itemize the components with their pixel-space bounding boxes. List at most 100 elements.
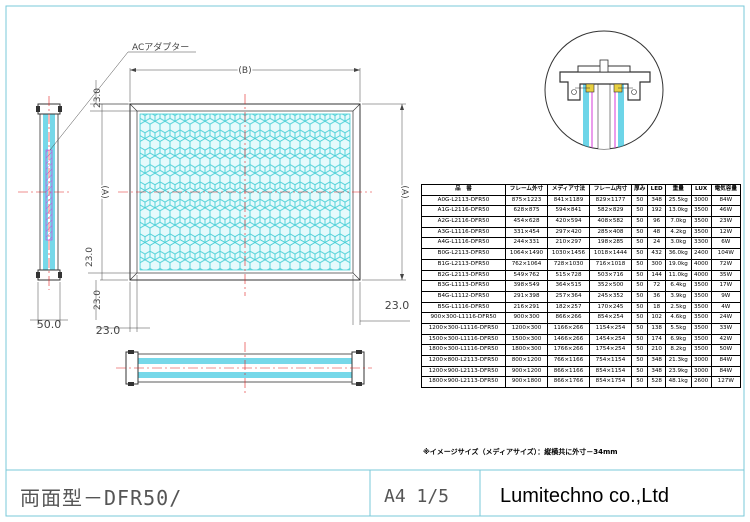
spec-value-cell: 408×582 — [588, 216, 633, 228]
spec-value-cell: 4000 — [690, 258, 712, 271]
spec-value-cell: 6W — [710, 237, 742, 250]
spec-value-cell: 1766×266 — [547, 344, 590, 356]
spec-value-cell: 432 — [647, 248, 666, 260]
spec-value-cell: 1018×1444 — [588, 248, 633, 260]
spec-value-cell: 84W — [710, 355, 742, 367]
spec-table-header-cell: 電気容量 — [710, 184, 742, 196]
spec-value-cell: 594×841 — [547, 205, 590, 218]
spec-value-cell: 1800×300 — [504, 344, 549, 356]
spec-value-cell: 582×829 — [588, 205, 633, 218]
spec-value-cell: 50 — [631, 365, 649, 378]
spec-value-cell: 1030×1456 — [547, 248, 590, 260]
spec-value-cell: 18 — [647, 301, 666, 314]
spec-value-cell: 4000 — [690, 269, 712, 282]
spec-value-cell: 716×1018 — [588, 258, 633, 271]
dim-label-a: (A) — [399, 185, 409, 198]
spec-value-cell: 1154×254 — [588, 322, 633, 335]
spec-value-cell: 364×515 — [547, 280, 590, 292]
spec-value-cell: 210×297 — [547, 237, 590, 250]
spec-value-cell: 245×352 — [588, 290, 633, 303]
spec-value-cell: 3000 — [690, 365, 712, 378]
spec-value-cell: 3000 — [690, 355, 712, 367]
spec-model-cell: B2G-L2113-DFR50 — [421, 269, 506, 282]
spec-value-cell: 3500 — [690, 280, 712, 292]
spec-value-cell: 3500 — [690, 216, 712, 228]
spec-value-cell: 348 — [647, 194, 666, 207]
spec-value-cell: 854×1754 — [588, 376, 633, 389]
spec-model-cell: 900×300-L1116-DFR50 — [421, 312, 506, 324]
spec-value-cell: 50 — [631, 333, 649, 346]
spec-value-cell: 1166×266 — [547, 322, 590, 335]
spec-value-cell: 291×398 — [504, 290, 549, 303]
spec-table-header-cell: フレーム外寸 — [504, 184, 549, 196]
front-view: (B) (A) (A) 23.0 23.0 23.0 23.0 23.0 — [85, 65, 411, 338]
title-block: 両面型－DFR50/ A4 1/5 Lumitechno co.,Ltd — [0, 470, 750, 522]
spec-value-cell: 24 — [647, 237, 666, 250]
spec-value-cell: 50 — [631, 376, 649, 389]
spec-value-cell: 4.2kg — [664, 226, 692, 239]
spec-value-cell: 3500 — [690, 205, 712, 218]
spec-value-cell: 3500 — [690, 322, 712, 335]
spec-model-cell: B5G-L1116-DFR50 — [421, 301, 506, 314]
spec-value-cell: 50 — [631, 301, 649, 314]
spec-model-cell: B0G-L2113-DFR50 — [421, 248, 506, 260]
spec-value-cell: 6.4kg — [664, 280, 692, 292]
spec-value-cell: 503×716 — [588, 269, 633, 282]
spec-model-cell: B4G-L1112-DFR50 — [421, 290, 506, 303]
spec-value-cell: 50 — [631, 355, 649, 367]
spec-value-cell: 50 — [631, 258, 649, 271]
spec-value-cell: 138 — [647, 322, 666, 335]
leader-line — [49, 51, 129, 151]
spec-value-cell: 182×257 — [547, 301, 590, 314]
spec-value-cell: 25.5kg — [664, 194, 692, 207]
spec-value-cell: 42W — [710, 333, 742, 346]
spec-value-cell: 72 — [647, 280, 666, 292]
spec-value-cell: 50 — [631, 312, 649, 324]
spec-value-cell: 800×1200 — [504, 355, 549, 367]
spec-value-cell: 216×291 — [504, 301, 549, 314]
spec-value-cell: 352×500 — [588, 280, 633, 292]
spec-value-cell: 35W — [710, 269, 742, 282]
spec-value-cell: 348 — [647, 355, 666, 367]
spec-value-cell: 300 — [647, 258, 666, 271]
spec-value-cell: 297×420 — [547, 226, 590, 239]
spec-value-cell: 33W — [710, 322, 742, 335]
spec-value-cell: 2600 — [690, 376, 712, 389]
drawing-title: 両面型－DFR50/ — [20, 485, 183, 510]
spec-value-cell: 6.9kg — [664, 333, 692, 346]
spec-model-cell: B1G-L2113-DFR50 — [421, 258, 506, 271]
spec-model-cell: A2G-L2116-DFR50 — [421, 216, 506, 228]
spec-value-cell: 102 — [647, 312, 666, 324]
spec-value-cell: 50W — [710, 344, 742, 356]
side-view: 50.0 ACアダプター — [18, 41, 196, 331]
spec-value-cell: 50 — [631, 216, 649, 228]
dim-label-b: (B) — [238, 66, 251, 76]
spec-value-cell: 198×285 — [588, 237, 633, 250]
spec-model-cell: 1800×900-L2113-DFR50 — [421, 376, 506, 389]
spec-value-cell: 5.5kg — [664, 322, 692, 335]
spec-value-cell: 854×254 — [588, 312, 633, 324]
spec-value-cell: 900×1200 — [504, 365, 549, 378]
spec-value-cell: 1064×1490 — [504, 248, 549, 260]
spec-model-cell: 1800×300-L1116-DFR50 — [421, 344, 506, 356]
spec-value-cell: 23.9kg — [664, 365, 692, 378]
dim-23-mid: 23.0 — [85, 247, 95, 267]
spec-value-cell: 841×1189 — [547, 194, 590, 207]
label-ac-adapter: ACアダプター — [132, 41, 189, 53]
spec-value-cell: 174 — [647, 333, 666, 346]
spec-value-cell: 50 — [631, 322, 649, 335]
spec-model-cell: 1200×300-L1116-DFR50 — [421, 322, 506, 335]
spec-value-cell: 762×1064 — [504, 258, 549, 271]
spec-value-cell: 23W — [710, 216, 742, 228]
spec-value-cell: 3.9kg — [664, 290, 692, 303]
spec-value-cell: 96 — [647, 216, 666, 228]
spec-table-header-cell: LED — [647, 184, 666, 196]
